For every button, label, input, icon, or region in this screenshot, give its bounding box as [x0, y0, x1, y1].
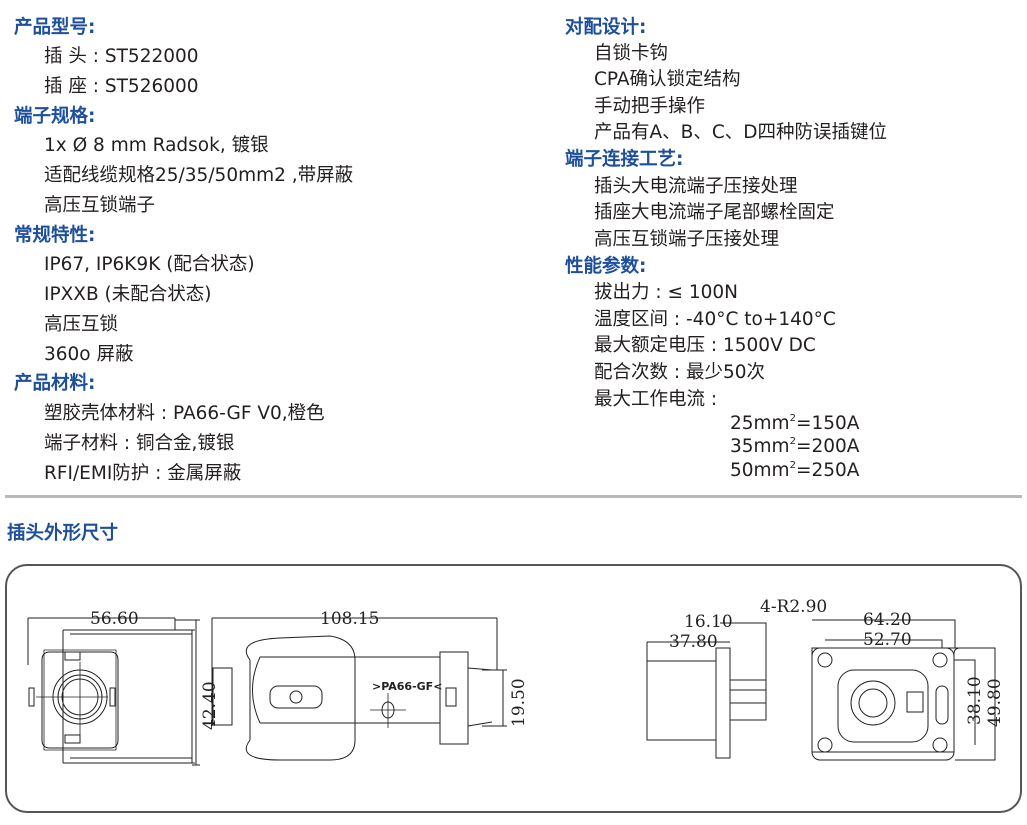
list-item: 手动把手操作	[594, 96, 706, 117]
current-value: =250A	[795, 460, 860, 481]
list-item: 最大额定电压 : 1500V DC	[594, 335, 816, 356]
section-heading-performance: 性能参数:	[565, 256, 647, 277]
list-item: IPXXB (未配合状态)	[44, 284, 212, 305]
list-item: 端子材料 : 铜合金,镀银	[44, 433, 235, 454]
list-item: 插座大电流端子尾部螺栓固定	[594, 202, 835, 223]
list-item: 自锁卡钩	[594, 43, 669, 64]
list-item: 插 座 : ST526000	[44, 76, 199, 97]
list-item: CPA确认锁定结构	[594, 69, 741, 90]
list-item: RFI/EMI防护 : 金属屏蔽	[44, 463, 242, 484]
superscript: 2	[789, 413, 796, 424]
list-item: 高压互锁端子压接处理	[594, 229, 780, 250]
cable-size: 35mm	[730, 436, 790, 457]
section-heading-general: 常规特性:	[14, 225, 96, 246]
drawing-title: 插头外形尺寸	[7, 523, 119, 544]
section-heading-process: 端子连接工艺:	[565, 149, 684, 170]
dim-side-height: 19.50	[509, 678, 529, 727]
section-heading-terminal-spec: 端子规格:	[14, 106, 96, 127]
list-item: 1x Ø 8 mm Radsok, 镀银	[44, 135, 269, 156]
section-heading-mating: 对配设计:	[565, 17, 647, 38]
dim-hole-height: 38.10	[965, 676, 985, 725]
dim-side-length: 108.15	[320, 609, 379, 629]
dim-depth: 37.80	[669, 632, 718, 652]
list-item: 最大工作电流 :	[594, 389, 718, 410]
dim-front-height: 42.40	[200, 681, 220, 730]
dim-hole-width: 52.70	[863, 630, 912, 650]
current-rating: 25mm2=150A	[730, 413, 859, 435]
current-rating: 35mm2=200A	[730, 436, 859, 458]
material-marking: >PA66-GF<	[372, 680, 442, 693]
dim-outer-width: 64.20	[863, 610, 912, 630]
cable-size: 25mm	[730, 413, 790, 434]
superscript: 2	[789, 436, 796, 447]
list-item: 高压互锁端子	[44, 195, 156, 216]
list-item: 配合次数 : 最少50次	[594, 362, 766, 383]
drawing-frame	[5, 564, 1022, 813]
list-item: 拔出力 : ≤ 100N	[594, 282, 739, 303]
dim-flange-thickness: 16.10	[684, 612, 733, 632]
list-item: 塑胶壳体材料 : PA66-GF V0,橙色	[44, 403, 325, 424]
side-view: 108.15 >PA66-GF< 19.50	[211, 609, 529, 761]
list-item: 适配线缆规格25/35/50mm2 ,带屏蔽	[44, 165, 354, 186]
current-value: =200A	[795, 436, 860, 457]
front-view: 56.60 42.40	[27, 609, 220, 766]
section-heading-material: 产品材料:	[14, 373, 96, 394]
list-item: 温度区间 : -40°C to+140°C	[594, 309, 836, 330]
current-rating: 50mm2=250A	[730, 460, 859, 482]
superscript: 2	[789, 460, 796, 471]
dim-front-width: 56.60	[90, 609, 139, 629]
list-item: IP67, IP6K9K (配合状态)	[44, 254, 255, 275]
receptacle-front-view: 4-R2.90 64.20 52.70 38.10 49.80	[760, 597, 1005, 761]
receptacle-side-view: 16.10 37.80	[646, 612, 767, 759]
list-item: 插 头 : ST522000	[44, 46, 199, 67]
list-item: 产品有A、B、C、D四种防误插键位	[594, 122, 888, 143]
current-value: =150A	[795, 413, 860, 434]
cable-size: 50mm	[730, 460, 790, 481]
section-heading-model: 产品型号:	[14, 17, 96, 38]
dim-corner-radius: 4-R2.90	[760, 597, 827, 617]
dim-outer-height: 49.80	[985, 678, 1005, 727]
list-item: 360o 屏蔽	[44, 344, 134, 365]
divider	[5, 495, 1022, 498]
list-item: 插头大电流端子压接处理	[594, 176, 798, 197]
list-item: 高压互锁	[44, 314, 119, 335]
